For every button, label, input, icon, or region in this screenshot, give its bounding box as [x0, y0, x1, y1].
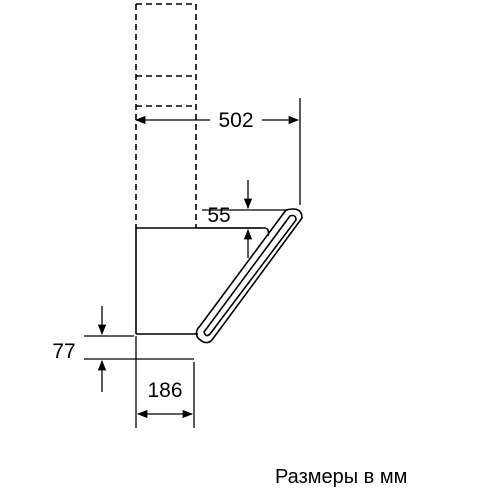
units-caption: Размеры в мм [275, 466, 408, 488]
glass-panel [195, 208, 303, 344]
dimension-55-label: 55 [207, 204, 230, 227]
dimension-186 [135, 336, 195, 428]
chimney-outline [135, 3, 197, 228]
dimension-186-label: 186 [147, 379, 182, 402]
dimension-502-label: 502 [218, 109, 253, 132]
dimension-502 [134, 98, 301, 205]
dimension-77-label: 77 [52, 340, 75, 363]
dimension-77 [84, 306, 194, 392]
dimension-55 [198, 180, 288, 258]
